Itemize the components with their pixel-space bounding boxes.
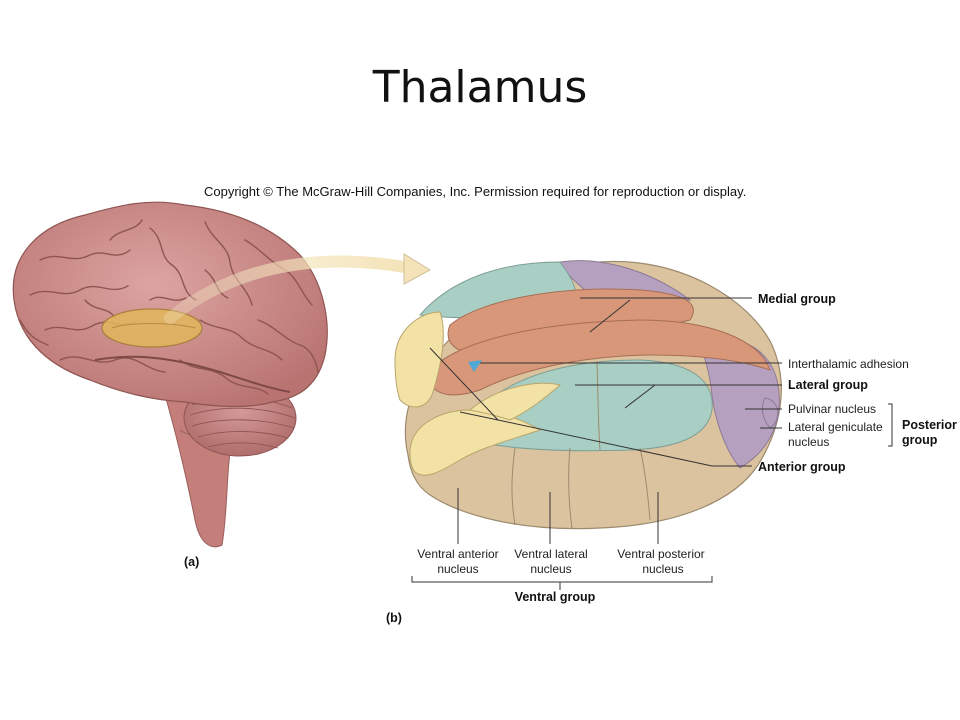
brain-illustration xyxy=(12,201,328,548)
label-ventral-lateral-line1: Ventral lateral xyxy=(514,547,587,561)
copyright-notice: Copyright © The McGraw-Hill Companies, I… xyxy=(204,184,747,199)
label-pulvinar-nucleus: Pulvinar nucleus xyxy=(788,402,876,416)
posterior-group-region xyxy=(699,339,780,469)
slide-title: Thalamus xyxy=(372,62,588,113)
interthalamic-adhesion-mark xyxy=(468,360,482,372)
label-interthalamic-adhesion: Interthalamic adhesion xyxy=(788,357,909,371)
label-ventral-posterior-line2: nucleus xyxy=(642,562,683,576)
anterior-group-region xyxy=(394,311,444,408)
label-medial-group: Medial group xyxy=(758,292,836,306)
panel-a-label: (a) xyxy=(184,555,199,569)
label-ventral-group: Ventral group xyxy=(515,590,596,604)
label-ventral-anterior-line2: nucleus xyxy=(437,562,478,576)
label-lateral-geniculate-line1: Lateral geniculate xyxy=(788,420,883,434)
label-posterior-group-line1: Posterior xyxy=(902,418,957,432)
leader-lines xyxy=(411,297,893,590)
label-ventral-lateral-line2: nucleus xyxy=(530,562,571,576)
label-ventral-posterior-line1: Ventral posterior xyxy=(617,547,704,561)
connector-arrow xyxy=(164,253,432,324)
label-ventral-anterior-line1: Ventral anterior xyxy=(417,547,498,561)
label-posterior-group-line2: group xyxy=(902,433,938,447)
thalamus-detail xyxy=(394,260,782,530)
label-anterior-group: Anterior group xyxy=(758,460,846,474)
thalamus-highlight xyxy=(101,308,203,348)
label-lateral-group: Lateral group xyxy=(788,378,868,392)
panel-b-label: (b) xyxy=(386,611,402,625)
label-lateral-geniculate-line2: nucleus xyxy=(788,435,829,449)
